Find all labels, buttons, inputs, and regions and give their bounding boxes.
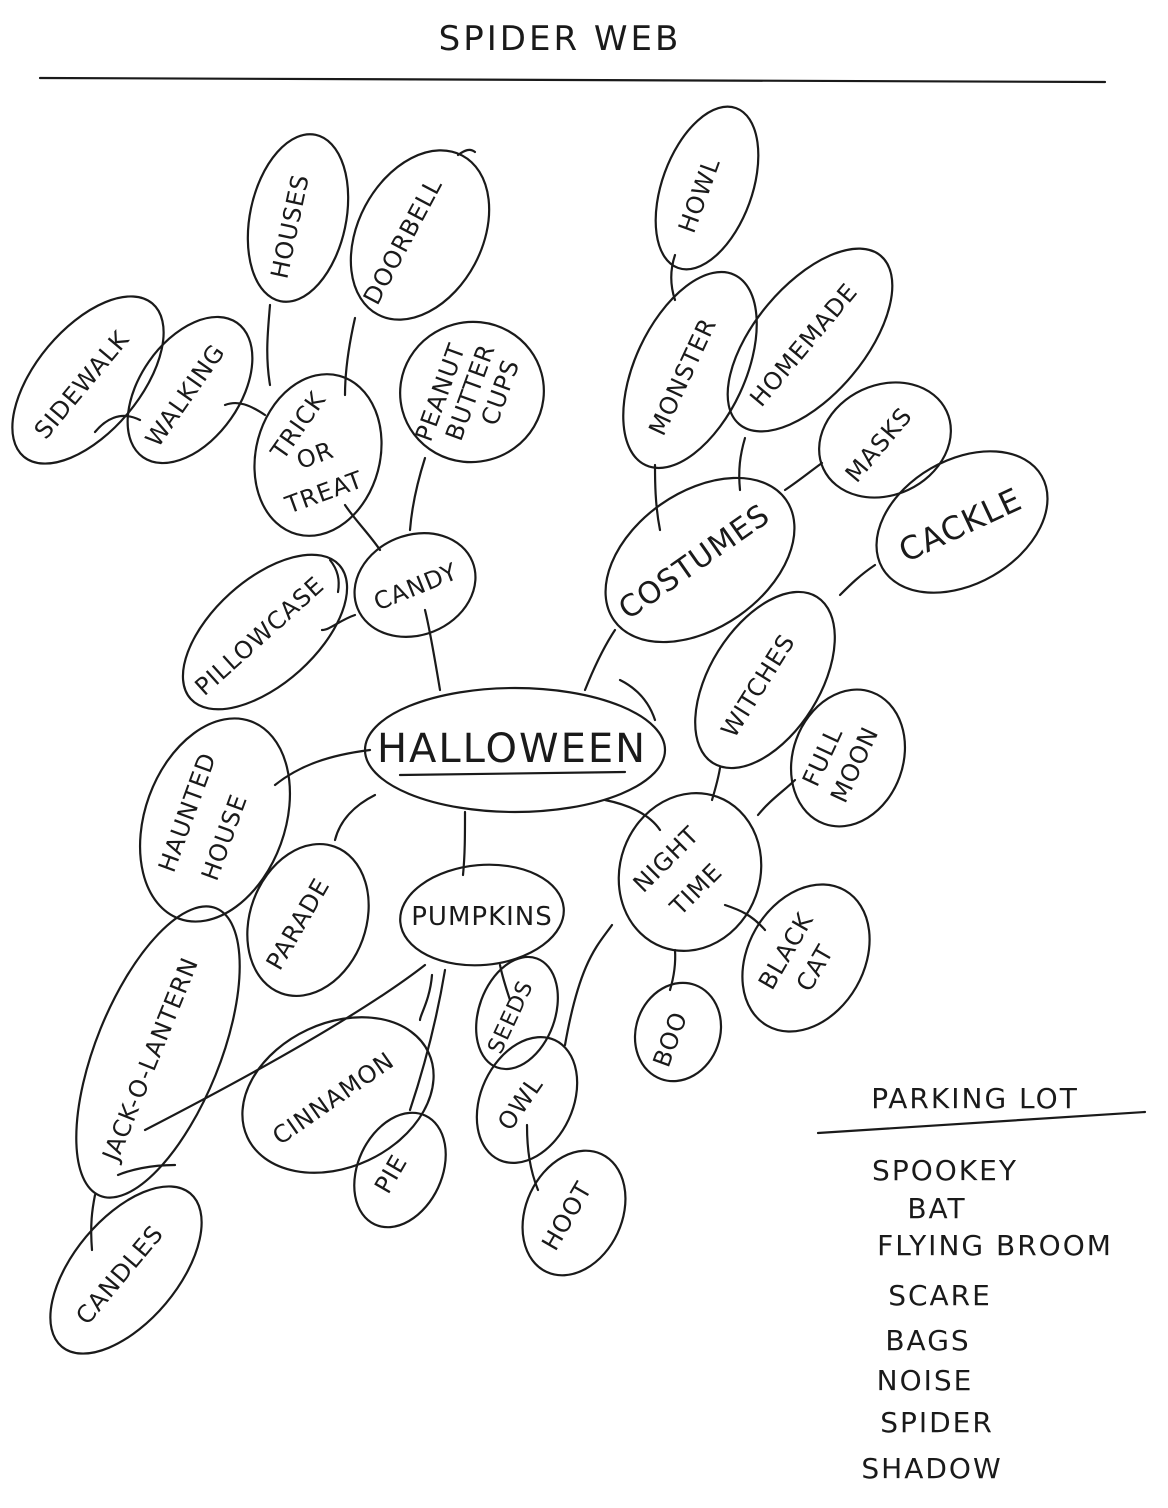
parade-node: PARADE [246,842,370,998]
witches-label: WITCHES [716,629,801,742]
sidewalk-label: SIDEWALK [29,325,135,444]
howl-node: HOWL [654,105,760,271]
candy-node: CANDY [353,532,477,638]
hoot-label: HOOT [536,1177,597,1256]
parking-lot-item: SHADOW [861,1452,1002,1485]
pillowcase-node: PILLOWCASE [181,553,349,711]
parking-lot-title: PARKING LOT [871,1082,1079,1115]
jack-o-lantern-label: JACK-O-LANTERN [96,953,204,1166]
masks-label: MASKS [840,402,918,488]
monster-label: MONSTER [643,313,722,439]
night-time-node: NIGHT TIME [617,792,763,952]
full-moon-node: FULL MOON [789,688,907,828]
peanut-butter-cups-node: PEANUT BUTTER CUPS [399,320,545,464]
parking-lot-item: FLYING BROOM [877,1229,1113,1262]
trick-or-treat-node: TRICK OR TREAT [253,373,383,537]
masks-node: MASKS [818,381,952,499]
boo-node: BOO [633,981,723,1083]
parking-lot-item: BAGS [885,1324,970,1357]
costumes-label: COSTUMES [613,497,777,626]
houses-label: HOUSES [265,172,314,282]
pumpkins-label: PUMPKINS [411,902,553,932]
houses-node: HOUSES [246,133,350,303]
howl-label: HOWL [673,154,726,237]
halloween-node: HALLOWEEN [363,678,667,814]
treat-label: TREAT [281,466,367,520]
parking-lot-item: SPIDER [880,1406,994,1439]
seeds-label: SEEDS [483,977,538,1058]
walking-node: WALKING [126,315,254,465]
connector-lines [90,253,877,1252]
page-title: SPIDER WEB [439,19,682,59]
parking-lot-rule [816,1110,1147,1135]
jack-o-lantern-node: JACK-O-LANTERN [75,905,241,1199]
pumpkins-node: PUMPKINS [399,863,565,967]
hoot-node: HOOT [521,1149,627,1277]
pie-node: PIE [353,1111,447,1229]
pillowcase-label: PILLOWCASE [189,571,329,701]
candy-label: CANDY [370,557,462,616]
parking-lot: PARKING LOT SPOOKEY BAT FLYING BROOM SCA… [816,1082,1147,1485]
homemade-label: HOMEMADE [744,278,863,412]
haunted-house-node: HAUNTED HOUSE [138,717,292,923]
parking-lot-item: BAT [907,1192,966,1225]
parade-label: PARADE [261,873,336,975]
parking-lot-item: SPOOKEY [872,1154,1018,1187]
owl-label: OWL [492,1071,549,1135]
boo-label: BOO [648,1008,694,1071]
cinnamon-label: CINNAMON [267,1046,399,1150]
parking-lot-item: SCARE [888,1279,992,1312]
doorbell-node: DOORBELL [349,148,491,321]
sidewalk-node: SIDEWALK [11,295,165,465]
cackle-label: CACKLE [893,480,1028,570]
monster-node: MONSTER [622,270,758,470]
cinnamon-node: CINNAMON [241,1016,435,1174]
parking-lot-item: NOISE [877,1364,974,1397]
black-cat-node: BLACK CAT [741,883,871,1033]
halloween-label: HALLOWEEN [377,726,647,772]
halloween-underline [398,770,627,777]
title-rule [38,76,1107,84]
